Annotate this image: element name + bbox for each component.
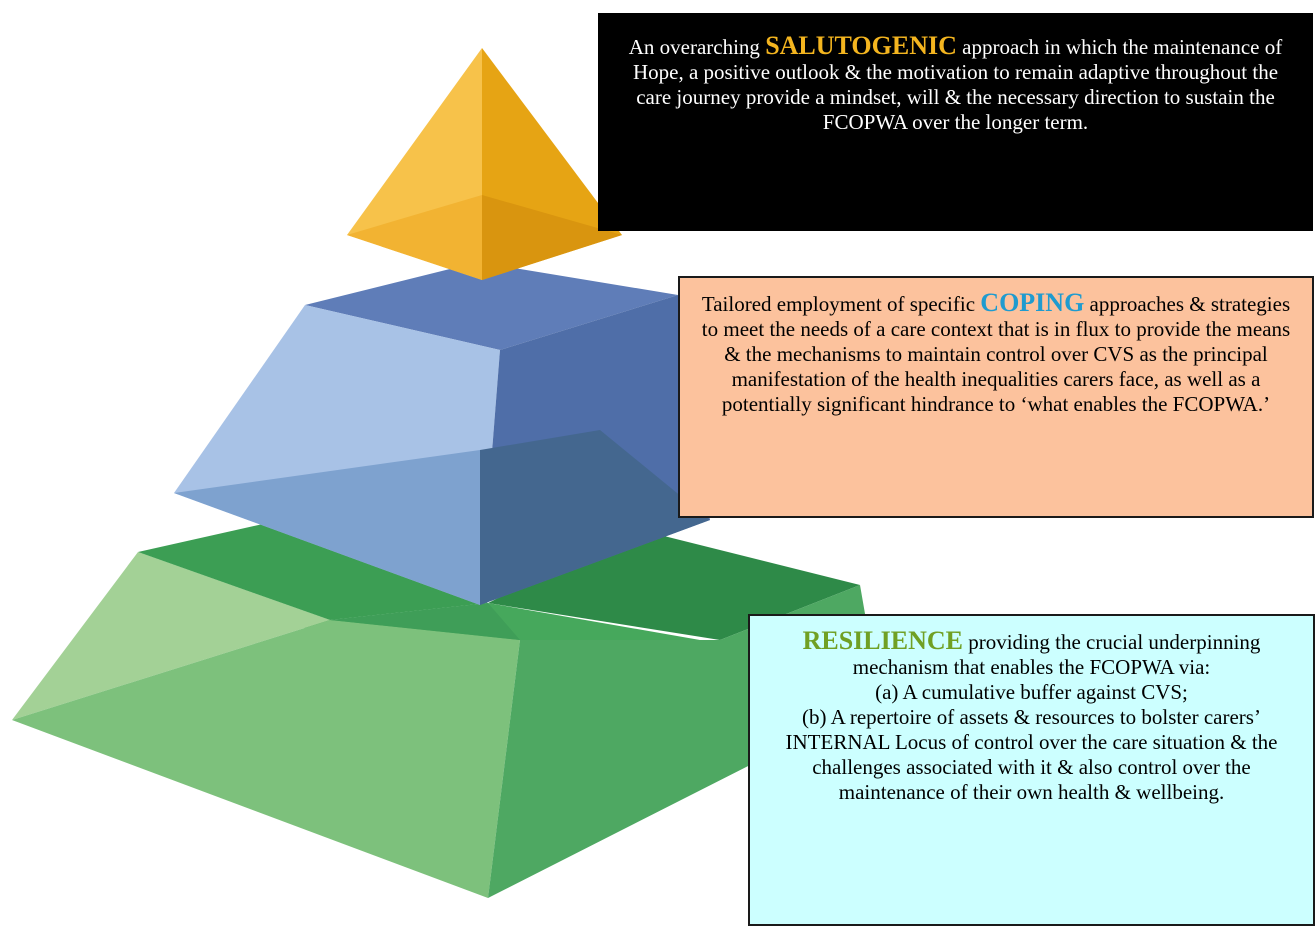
resilience-box: RESILIENCE providing the crucial underpi… [748,614,1315,926]
salutogenic-box: An overarching SALUTOGENIC approach in w… [598,13,1313,231]
resilience-keyword: RESILIENCE [802,626,963,655]
resilience-item-b: (b) A repertoire of assets & resources t… [785,705,1278,804]
salutogenic-text-before: An overarching [628,35,766,59]
coping-box: Tailored employment of specific COPING a… [678,276,1314,518]
salutogenic-keyword: SALUTOGENIC [765,31,957,60]
resilience-intro: providing the crucial underpinning mecha… [852,630,1261,679]
pyramid-apex [347,48,622,280]
coping-text-after: approaches & strategies to meet the need… [701,292,1291,416]
coping-keyword: COPING [980,288,1085,317]
salutogenic-text-after: approach in which the maintenance of Hop… [632,35,1283,134]
resilience-item-a: (a) A cumulative buffer against CVS; [875,680,1188,704]
coping-text-before: Tailored employment of specific [701,292,981,316]
pyramid-tier-middle [174,262,710,605]
